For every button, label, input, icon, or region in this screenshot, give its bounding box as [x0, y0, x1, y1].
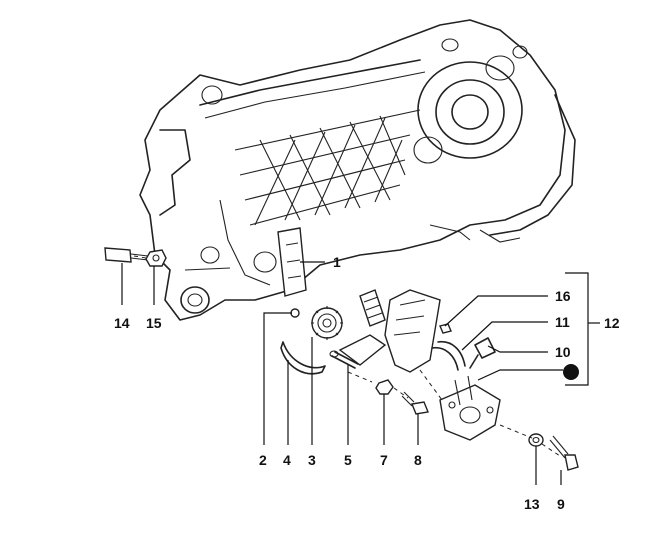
part-15-nut — [145, 249, 167, 267]
part-10-pipe — [469, 337, 496, 369]
leader-lines — [121, 261, 600, 485]
callout-4: 4 — [283, 452, 291, 468]
pump-cover — [338, 289, 441, 373]
alignment-dashes — [133, 255, 561, 457]
callout-2: 2 — [259, 452, 267, 468]
part-4-gasket — [280, 341, 326, 375]
callout-12: 12 — [604, 315, 620, 331]
callout-16: 16 — [555, 288, 571, 304]
callout-3: 3 — [308, 452, 316, 468]
part-8-screw — [401, 391, 429, 415]
chain-segment — [359, 289, 386, 327]
callout-9: 9 — [557, 496, 565, 512]
callout-1: 1 — [333, 254, 341, 270]
callout-15: 15 — [146, 315, 162, 331]
part-5-shaft — [329, 350, 359, 369]
part-12-marker-dot — [563, 364, 579, 380]
callout-labels: 1 14 15 2 4 3 5 7 8 13 9 16 11 10 12 — [114, 254, 620, 512]
callout-7: 7 — [380, 452, 388, 468]
callout-11: 11 — [555, 314, 570, 330]
part-1-bracket — [277, 227, 307, 297]
callout-8: 8 — [414, 452, 422, 468]
callout-14: 14 — [114, 315, 130, 331]
part-13-washer — [528, 433, 544, 447]
part-9-bolt — [549, 435, 579, 471]
part-14-bolt — [104, 247, 149, 263]
callout-5: 5 — [344, 452, 352, 468]
callout-13: 13 — [524, 496, 540, 512]
callout-10: 10 — [555, 344, 571, 360]
part-16-cube — [439, 323, 452, 334]
part-11-pipe — [431, 341, 466, 371]
part-12-pump-body — [439, 375, 501, 441]
engine-case-drawing — [139, 19, 576, 321]
part-3-gear — [311, 306, 343, 340]
part-2-washer — [290, 308, 300, 318]
part-7-nut — [375, 379, 394, 395]
